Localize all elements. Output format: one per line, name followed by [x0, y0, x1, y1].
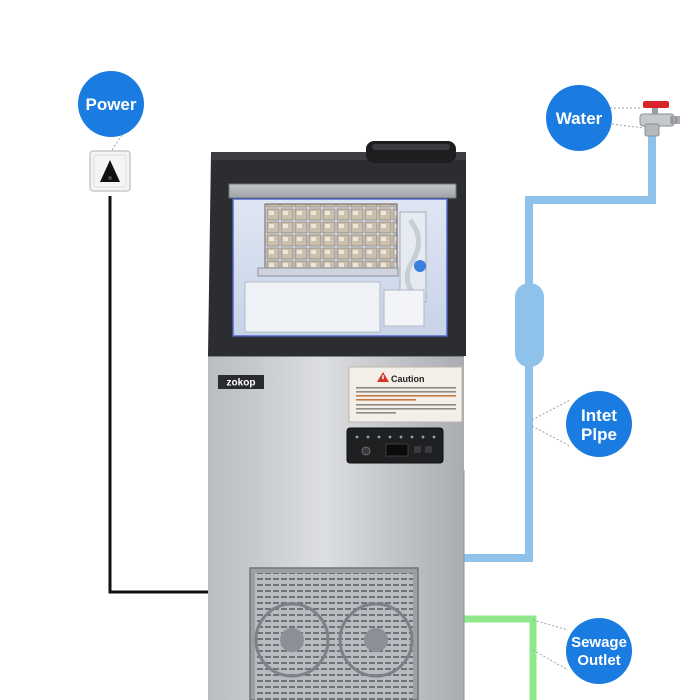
caution-label: Caution: [348, 366, 463, 423]
callout-power-label: Power: [85, 95, 136, 114]
callout-inlet-pipe-line1: Intet: [581, 406, 617, 425]
callout-water-label: Water: [556, 109, 603, 128]
power-cord: [108, 196, 212, 594]
fan-grill: [249, 567, 419, 700]
callout-water: Water: [546, 85, 612, 151]
inline-water-filter: [515, 283, 544, 367]
water-inlet-line: [462, 133, 656, 562]
water-pump: [383, 211, 427, 327]
caution-title: Caution: [391, 374, 425, 384]
sewage-drain-line: [462, 615, 537, 700]
callout-power: Power: [78, 71, 144, 137]
ice-cube-grid: [264, 203, 398, 271]
display: [385, 443, 409, 457]
brand-text: zokop: [227, 378, 256, 389]
callout-sewage-line1: Sewage: [571, 634, 627, 651]
control-panel: [346, 427, 444, 464]
callout-sewage-line2: Outlet: [577, 652, 620, 669]
callout-sewage-outlet: Sewage Outlet: [566, 618, 632, 684]
ice-machine: zokop Caution: [208, 141, 466, 700]
caution-triangle-icon: [377, 372, 389, 382]
power-plug-icon: [89, 150, 131, 192]
caution-fine-print: [356, 387, 456, 414]
water-faucet-icon: [639, 101, 680, 137]
mode-button[interactable]: [425, 446, 432, 453]
set-button[interactable]: [414, 446, 421, 453]
callout-inlet-pipe-line2: Plpe: [581, 425, 617, 444]
power-button[interactable]: [361, 446, 371, 456]
brand-badge: zokop: [218, 375, 264, 389]
callout-inlet-pipe: Intet Plpe: [566, 391, 632, 457]
